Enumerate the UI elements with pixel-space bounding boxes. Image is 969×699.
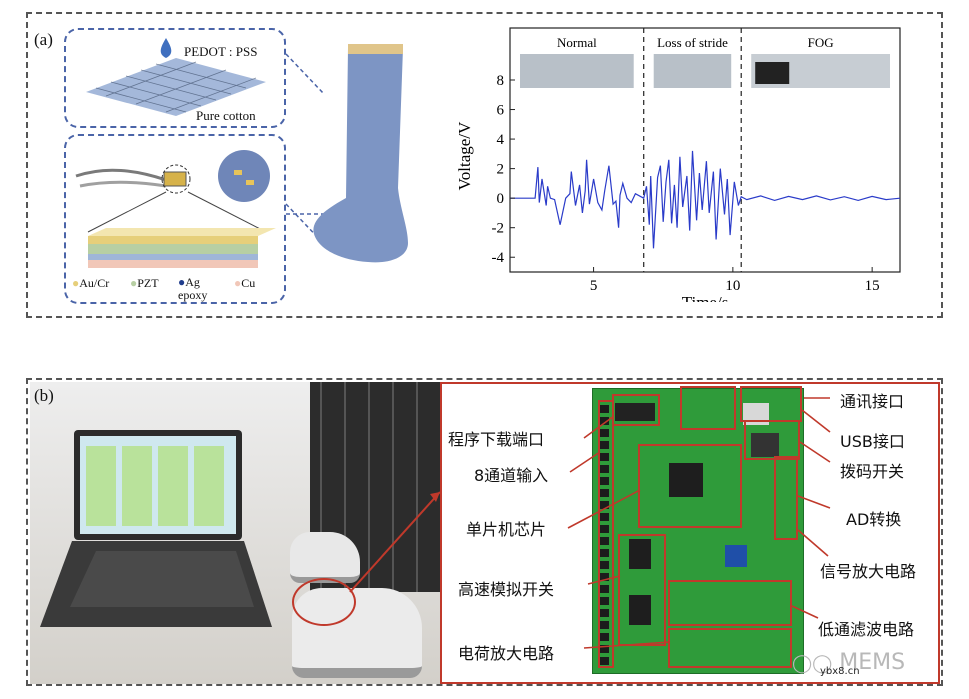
label-mcu-chip: 单片机芯片 bbox=[466, 520, 547, 539]
box-ad-converter bbox=[774, 456, 798, 540]
setup-photo bbox=[30, 382, 440, 684]
box-analog-switch bbox=[618, 534, 666, 646]
plot-frame bbox=[509, 27, 901, 273]
program-port bbox=[615, 403, 655, 421]
cotton-mesh-illustration bbox=[86, 38, 266, 116]
zoom-connector bbox=[349, 491, 441, 593]
watermark-site: ybx8.cn bbox=[820, 666, 860, 677]
zoom-frame bbox=[440, 382, 940, 684]
label-signal-amp: 信号放大电路 bbox=[820, 562, 917, 581]
phase-label-2: FOG bbox=[808, 35, 834, 50]
label-usb-interface: USB接口 bbox=[840, 432, 905, 451]
phase-photo-1 bbox=[653, 54, 732, 88]
label-analog-switch: 高速模拟开关 bbox=[458, 580, 555, 599]
voltage-chart: Normal Loss of stride FOG -4 -2 0 2 4 6 8 5 10 15Tim… bbox=[455, 27, 901, 302]
analog-switch-1 bbox=[629, 539, 651, 569]
fabric-label: Pure cotton bbox=[196, 108, 256, 123]
panel-b-label: (b) bbox=[34, 386, 54, 405]
label-charge-amp: 电荷放大电路 bbox=[458, 644, 555, 663]
watermark-brand: ◯◯ MEMS bbox=[792, 650, 906, 675]
y-tick-label-4: 4 bbox=[497, 132, 505, 148]
sensor-inset: ●Au/Cr ●PZT ●Ag epoxy ●Cu bbox=[64, 134, 286, 304]
y-tick-label-6: 6 bbox=[497, 103, 505, 119]
box-program-port bbox=[612, 394, 660, 426]
fabric-inset: PEDOT : PSS Pure cotton bbox=[64, 28, 286, 128]
x-axis-label: Time/s bbox=[682, 293, 729, 302]
panel-b: (b) bbox=[26, 378, 943, 686]
wechat-icon: ◯◯ bbox=[792, 653, 833, 674]
box-lowpass-filter bbox=[668, 580, 792, 626]
box-charge-amp bbox=[668, 628, 792, 668]
droplet-icon bbox=[160, 38, 172, 58]
potentiometer bbox=[725, 545, 747, 567]
sensor-layer-illustration bbox=[75, 150, 276, 268]
label-lowpass-filter: 低通滤波电路 bbox=[818, 620, 915, 639]
panel-a-label: (a) bbox=[34, 30, 53, 49]
pcb-board bbox=[592, 388, 804, 674]
phase-label-0: Normal bbox=[557, 35, 597, 50]
box-mcu bbox=[638, 444, 742, 528]
usb-port bbox=[743, 403, 769, 425]
y-tick-label-2: 2 bbox=[497, 162, 505, 178]
x-tick-label-10: 10 bbox=[725, 278, 740, 294]
label-dip-switch: 拨码开关 bbox=[840, 462, 905, 481]
y-tick-label-8: 8 bbox=[497, 73, 505, 89]
panel-a: (a) PEDOT : PSS Pure cotton bbox=[26, 12, 943, 318]
label-8-channel-input: 8通道输入 bbox=[474, 466, 549, 485]
sensor-highlight bbox=[292, 578, 356, 626]
dip-switch bbox=[751, 433, 779, 457]
label-program-port: 程序下载端口 bbox=[448, 430, 545, 449]
phase-label-1: Loss of stride bbox=[657, 35, 728, 50]
label-comm-interface: 通讯接口 bbox=[840, 392, 905, 411]
callout-arrows bbox=[567, 397, 831, 649]
legend-pzt: ●PZT bbox=[130, 276, 159, 290]
box-8-channel-input bbox=[598, 400, 614, 668]
coating-label: PEDOT : PSS bbox=[184, 44, 258, 59]
y-tick-label-0: 0 bbox=[497, 191, 505, 207]
analog-switch-2 bbox=[629, 595, 651, 625]
box-comm-interface bbox=[680, 386, 736, 430]
y-tick-label--4: -4 bbox=[492, 250, 505, 266]
box-dip-switch bbox=[744, 420, 800, 460]
sock-illustration bbox=[313, 44, 408, 263]
y-axis-label: Voltage/V bbox=[455, 121, 474, 190]
y-tick-label--2: -2 bbox=[492, 221, 505, 237]
mcu-chip bbox=[669, 463, 703, 497]
legend-ag-epoxy: ●Ag epoxy bbox=[178, 275, 208, 302]
input-header-pins bbox=[599, 405, 609, 665]
fog-obstacle bbox=[755, 62, 790, 84]
laptop-screen bbox=[74, 430, 242, 540]
label-ad-converter: AD转换 bbox=[846, 510, 902, 529]
legend-au-cr: ●Au/Cr bbox=[72, 276, 110, 290]
phase-photo-0 bbox=[520, 54, 634, 88]
voltage-line bbox=[510, 150, 901, 249]
x-tick-label-15: 15 bbox=[865, 278, 880, 294]
legend-cu: ●Cu bbox=[234, 276, 256, 290]
laptop-keyboard bbox=[40, 541, 272, 627]
x-tick-label-5: 5 bbox=[590, 278, 598, 294]
